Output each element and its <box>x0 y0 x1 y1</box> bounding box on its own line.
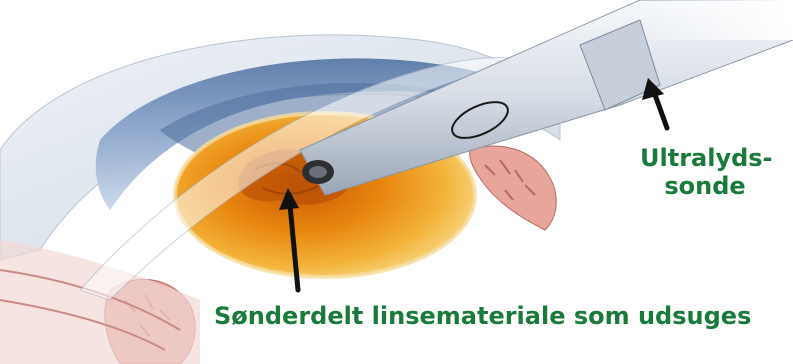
ciliary-tissue-right <box>470 146 557 230</box>
lens-material-label: Sønderdelt linsemateriale som udsuges <box>214 302 751 330</box>
probe-label-line1: Ultralyds- <box>640 144 770 172</box>
probe-label-line2: sonde <box>640 172 770 200</box>
eye-wall-lower <box>0 240 200 364</box>
probe-label: Ultralyds- sonde <box>640 144 770 201</box>
